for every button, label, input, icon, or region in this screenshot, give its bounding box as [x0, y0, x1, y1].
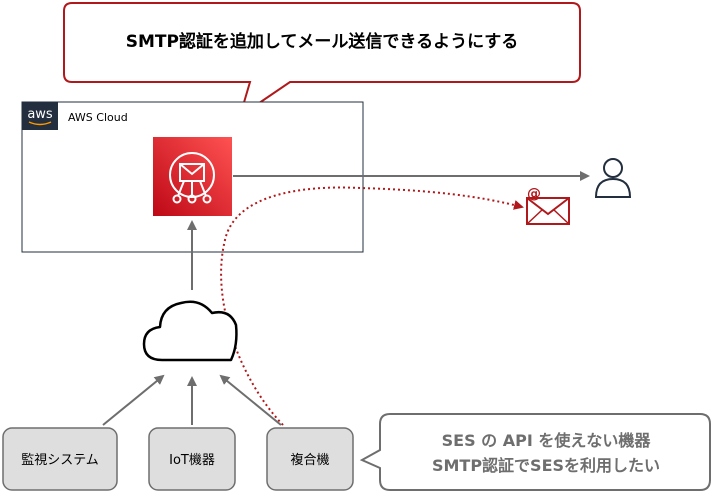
top-callout-text: SMTP認証を追加してメール送信できるようにする — [126, 31, 519, 52]
top-callout-bubble — [63, 2, 581, 119]
bottom-callout-line2: SMTP認証でSESを利用したい — [432, 456, 660, 475]
monitoring-to-cloud-arrow — [102, 374, 165, 426]
device-iot[interactable]: IoT機器 — [148, 427, 236, 491]
user-icon — [594, 158, 632, 198]
aws-cloud-label: AWS Cloud — [68, 111, 128, 124]
aws-logo-icon: aws — [22, 102, 58, 130]
top-callout: SMTP認証を追加してメール送信できるようにする — [63, 2, 581, 119]
cloud-icon — [142, 300, 238, 362]
mfp-to-cloud-arrow — [219, 374, 282, 426]
bottom-callout: SES の API を使えない機器 SMTP認証でSESを利用したい — [359, 413, 711, 491]
email-icon: @ — [526, 186, 570, 225]
bottom-callout-line1: SES の API を使えない機器 — [442, 431, 652, 450]
device-monitoring-system[interactable]: 監視システム — [2, 427, 118, 491]
device-label: 複合機 — [290, 452, 329, 468]
aws-logo-text: aws — [27, 107, 53, 122]
email-at-symbol: @ — [527, 186, 541, 202]
device-label: IoT機器 — [169, 453, 215, 468]
ses-icon[interactable] — [153, 137, 232, 216]
device-multifunction-printer[interactable]: 複合機 — [266, 427, 354, 491]
bottom-callout-bubble — [359, 413, 711, 491]
device-label: 監視システム — [21, 452, 99, 468]
